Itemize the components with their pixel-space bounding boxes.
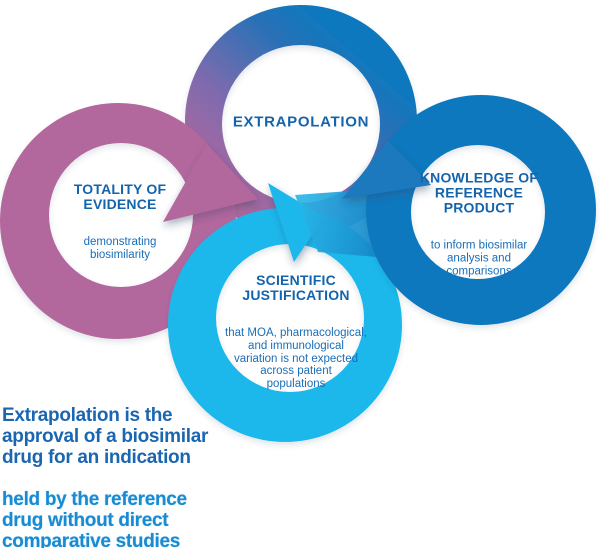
caption-light-lines: held by the reference drug without direc… <box>2 489 187 548</box>
ring-scientific <box>168 183 402 442</box>
ring-knowledge <box>342 95 596 325</box>
extrapolation-definition-caption: Extrapolation is the approval of a biosi… <box>2 384 254 548</box>
caption-dark-lines: Extrapolation is the approval of a biosi… <box>2 405 209 468</box>
arrow-totality-to-extrapolation <box>163 144 258 222</box>
arrow-scientific-to-knowledge <box>268 183 324 262</box>
arrow-knowledge-to-extrapolation <box>342 141 431 199</box>
